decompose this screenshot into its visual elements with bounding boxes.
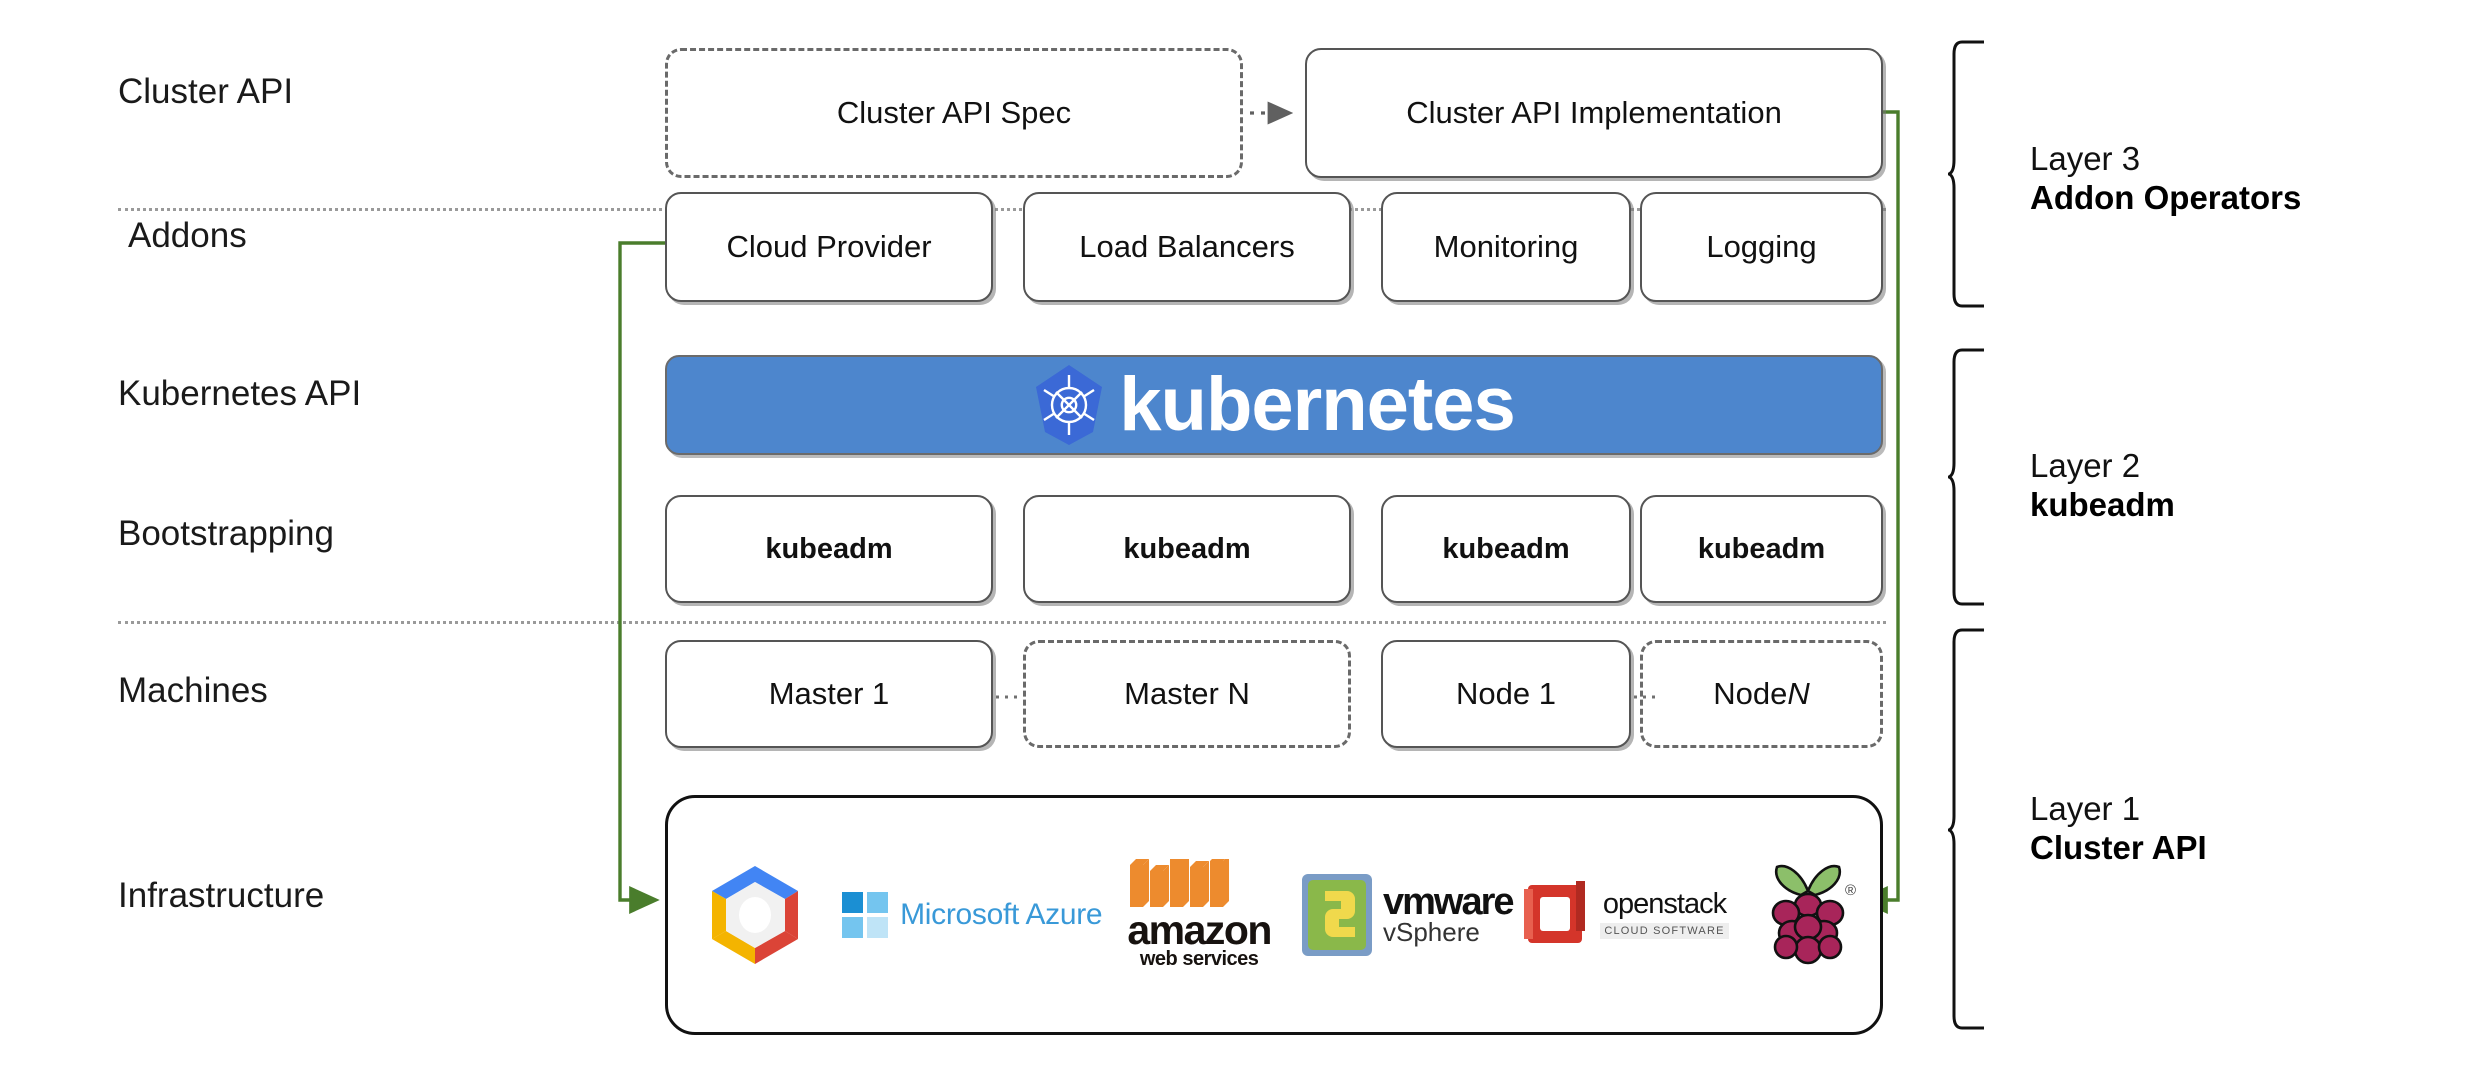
vmware-vsphere-logo: vmware vSphere xyxy=(1296,873,1518,957)
layer-2-line-1: Layer 2 xyxy=(2030,447,2141,484)
openstack-wordmark: openstack xyxy=(1602,888,1727,921)
row-label-cluster-api: Cluster API xyxy=(118,72,294,111)
brace-layer-3 xyxy=(1948,40,1984,308)
layer-1-line-2: Cluster API xyxy=(2030,828,2207,866)
separator-addons-k8s xyxy=(118,208,1886,211)
kubernetes-wordmark: kubernetes xyxy=(1119,362,1515,447)
box-kubeadm-4[interactable]: kubeadm xyxy=(1640,495,1883,603)
microsoft-azure-wordmark: Microsoft Azure xyxy=(900,898,1103,931)
kubernetes-helm-wheel-icon xyxy=(1036,365,1103,445)
infrastructure-logo-strip: Microsoft Azure xyxy=(668,798,1880,1032)
layer-label-3: Layer 3 Addon Operators xyxy=(2030,140,2301,218)
vsphere-icon xyxy=(1302,874,1372,956)
layer-2-line-2: kubeadm xyxy=(2030,485,2175,523)
box-cloud-provider[interactable]: Cloud Provider xyxy=(665,192,993,302)
layer-label-1: Layer 1 Cluster API xyxy=(2030,790,2207,868)
brace-layer-2 xyxy=(1948,348,1984,606)
layer-3-line-2: Addon Operators xyxy=(2030,178,2302,216)
box-cluster-api-spec[interactable]: Cluster API Spec xyxy=(665,48,1243,178)
box-kubeadm-1[interactable]: kubeadm xyxy=(665,495,993,603)
box-node-n-label: Node xyxy=(1713,676,1788,711)
box-node-1[interactable]: Node 1 xyxy=(1381,640,1631,748)
separator-bootstrap-machines xyxy=(118,621,1886,624)
vsphere-wordmark: vSphere xyxy=(1383,917,1480,948)
row-label-infrastructure: Infrastructure xyxy=(118,876,325,915)
box-infrastructure[interactable]: Microsoft Azure xyxy=(665,795,1883,1035)
layer-3-line-1: Layer 3 xyxy=(2030,140,2141,177)
box-monitoring[interactable]: Monitoring xyxy=(1381,192,1631,302)
row-label-kubernetes-api: Kubernetes API xyxy=(118,374,362,413)
microsoft-squares-icon xyxy=(842,892,889,938)
raspberry-pi-logo: ® xyxy=(1735,855,1880,975)
microsoft-azure-logo: Microsoft Azure xyxy=(842,892,1103,938)
raspberry-pi-icon: ® xyxy=(1771,864,1856,965)
amazon-web-services-logo: amazon web services xyxy=(1103,859,1296,971)
box-kubeadm-2[interactable]: kubeadm xyxy=(1023,495,1351,603)
svg-text:®: ® xyxy=(1845,882,1856,899)
google-cloud-logo xyxy=(668,863,842,967)
kubernetes-band[interactable]: kubernetes xyxy=(665,355,1883,455)
box-kubeadm-3[interactable]: kubeadm xyxy=(1381,495,1631,603)
vmware-wordmark: vmware xyxy=(1383,880,1515,923)
aws-blocks-icon xyxy=(1130,859,1230,908)
row-label-bootstrapping: Bootstrapping xyxy=(118,514,334,553)
row-label-addons: Addons xyxy=(128,216,247,255)
amazon-wordmark: amazon xyxy=(1127,907,1272,954)
box-logging[interactable]: Logging xyxy=(1640,192,1883,302)
box-node-n-italic-tail: N xyxy=(1787,676,1810,711)
box-load-balancers[interactable]: Load Balancers xyxy=(1023,192,1351,302)
openstack-tagline: CLOUD SOFTWARE xyxy=(1600,922,1729,939)
box-master-1[interactable]: Master 1 xyxy=(665,640,993,748)
aws-web-services-wordmark: web services xyxy=(1139,947,1259,970)
brace-layer-1 xyxy=(1948,628,1984,1030)
box-cluster-api-implementation[interactable]: Cluster API Implementation xyxy=(1305,48,1883,178)
box-master-n[interactable]: Master N xyxy=(1023,640,1351,748)
row-label-machines: Machines xyxy=(118,671,268,710)
layer-1-line-1: Layer 1 xyxy=(2030,790,2141,827)
layer-label-2: Layer 2 kubeadm xyxy=(2030,447,2175,525)
box-node-n[interactable]: Node N xyxy=(1640,640,1883,748)
wire-cloud-provider-to-infrastructure xyxy=(618,241,668,914)
openstack-logo: openstack CLOUD SOFTWARE xyxy=(1518,879,1735,951)
openstack-cube-icon xyxy=(1524,881,1586,943)
